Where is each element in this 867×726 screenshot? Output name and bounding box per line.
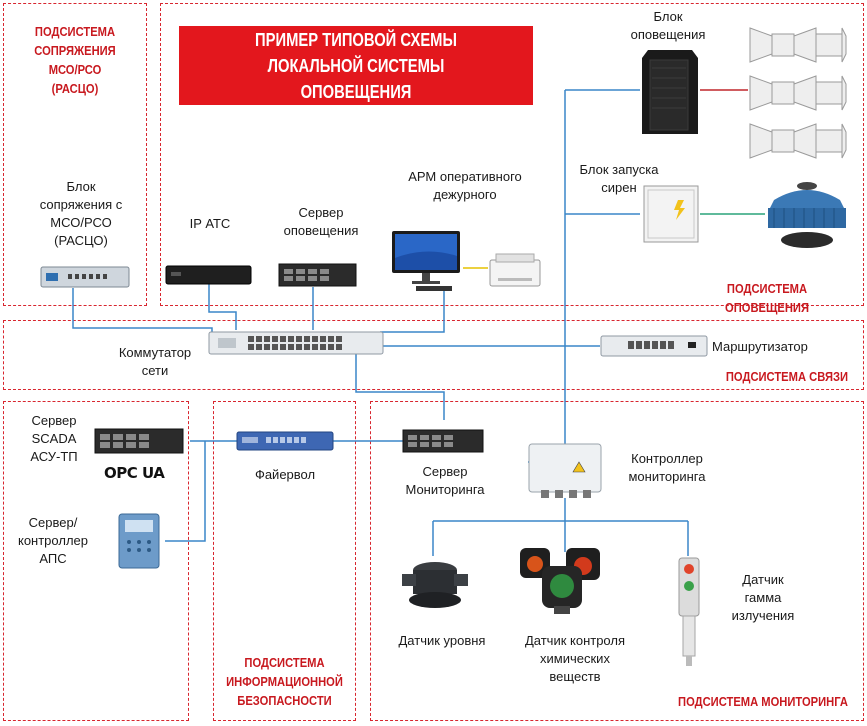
- notify-server-icon: [278, 263, 357, 287]
- aps-controller-icon: [118, 513, 160, 569]
- monitor-server-icon: [402, 429, 484, 453]
- zone-label-monitoring: ПОДСИСТЕМА МОНИТОРИНГА: [678, 694, 848, 709]
- label-workstation: АРМ оперативного дежурного: [408, 169, 522, 202]
- level-sensor-icon: [402, 562, 468, 608]
- siren-icon: [768, 182, 846, 248]
- label-interface-block: Блок сопряжения с МСО/РСО (РАСЦО): [39, 179, 123, 248]
- label-siren-launcher: Блок запуска сирен: [579, 162, 659, 195]
- notify-block-rack-icon: [642, 50, 698, 134]
- zone-monitoring: [370, 401, 864, 721]
- label-router: Маршрутизатор: [712, 339, 808, 354]
- zone-label-communication: ПОДСИСТЕМА СВЯЗИ: [725, 369, 849, 384]
- zone-infosec: [213, 401, 356, 721]
- opc-ua-logo: OPC UA: [104, 464, 165, 482]
- zone-scada: [3, 401, 189, 721]
- label-monitor-controller: Контроллер мониторинга: [628, 451, 706, 484]
- label-chem-sensor: Датчик контроля химических веществ: [524, 633, 626, 684]
- zone-label-notification: ПОДСИСТЕМА ОПОВЕЩЕНИЯ: [725, 281, 809, 315]
- label-firewall: Файервол: [254, 467, 316, 482]
- speakers-icon: [749, 27, 847, 159]
- chem-sensor-icon: [520, 548, 600, 614]
- label-switch: Коммутатор сети: [118, 345, 192, 378]
- zone-label-interface: ПОДСИСТЕМА СОПРЯЖЕНИЯ МСО/РСО (РАСЦО): [34, 24, 116, 96]
- ip-pbx-icon: [165, 265, 252, 285]
- label-notify-server: Сервер оповещения: [283, 205, 359, 238]
- label-monitor-server: Сервер Мониторинга: [405, 464, 485, 497]
- router-icon: [600, 335, 708, 357]
- workstation-monitor-icon: [392, 231, 460, 291]
- zone-communication: [3, 320, 864, 390]
- scada-server-icon: [94, 428, 184, 454]
- network-switch-icon: [208, 331, 384, 355]
- label-ip-pbx: IP АТС: [189, 216, 231, 231]
- gamma-sensor-icon: [678, 557, 700, 666]
- label-notify-block: Блок оповещения: [630, 9, 706, 42]
- zone-notification: [160, 3, 864, 306]
- zone-interface: [3, 3, 147, 306]
- label-scada-server: Сервер SCADA АСУ-ТП: [30, 413, 78, 464]
- diagram-title: ПРИМЕР ТИПОВОЙ СХЕМЫ ЛОКАЛЬНОЙ СИСТЕМЫ О…: [179, 26, 533, 105]
- firewall-icon: [236, 431, 334, 451]
- interface-block-icon: [40, 266, 130, 288]
- label-aps-controller: Сервер/ контроллер АПС: [17, 515, 88, 566]
- monitor-controller-icon: [528, 443, 602, 498]
- printer-icon: [489, 253, 541, 287]
- label-gamma-sensor: Датчик гамма излучения: [731, 572, 795, 623]
- label-level-sensor: Датчик уровня: [398, 633, 486, 648]
- siren-launcher-box-icon: [643, 185, 699, 243]
- zone-label-infosec: ПОДСИСТЕМА ИНФОРМАЦИОННОЙ БЕЗОПАСНОСТИ: [226, 655, 343, 708]
